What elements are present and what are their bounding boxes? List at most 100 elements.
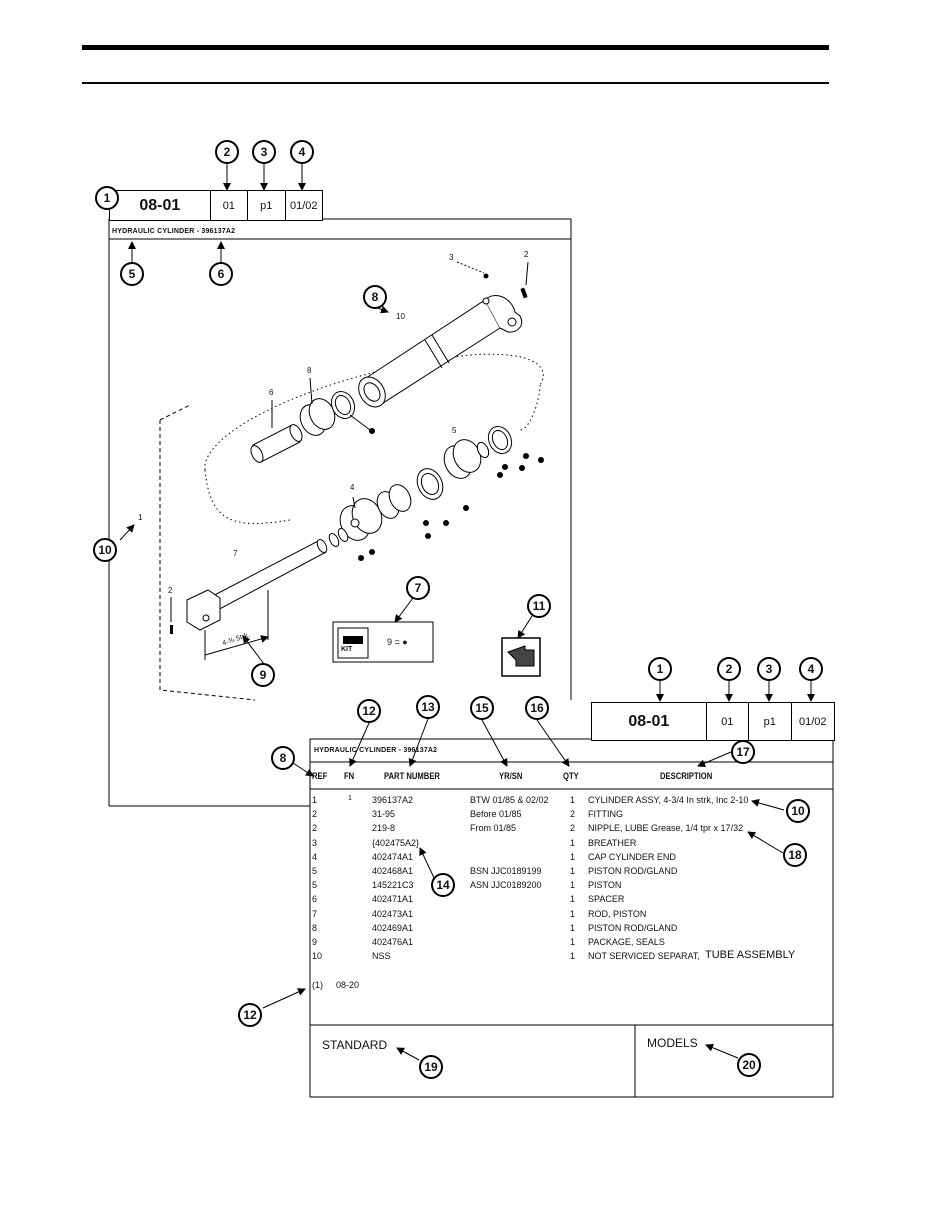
table-cell-pn: 219-8 (372, 823, 396, 834)
callout-4b: 4 (799, 657, 823, 681)
table-cell-qty: 1 (570, 908, 576, 919)
table-cell-desc-extra: TUBE ASSEMBLY (705, 949, 796, 962)
footnote-text: 08-20 (336, 980, 360, 990)
callout-4: 4 (290, 140, 314, 164)
table-cell-qty: 1 (570, 922, 576, 933)
fig-label: 2 (524, 250, 529, 259)
callout-2: 2 (215, 140, 239, 164)
callout-15: 15 (470, 696, 494, 720)
table-cell-pn: 402469A1 (372, 922, 414, 933)
callout-14: 14 (431, 873, 455, 897)
table-cell-desc: FITTING (588, 809, 623, 820)
callout-10: 10 (93, 538, 117, 562)
callout-17: 17 (731, 740, 755, 764)
table-cell-fn: 1 (348, 795, 352, 802)
callout-6: 6 (209, 262, 233, 286)
top-heavy-rule (82, 45, 829, 50)
table-cell-ref: 10 (312, 951, 323, 962)
header-code-2: 08-01 (628, 712, 670, 730)
callout-1b: 1 (648, 657, 672, 681)
table-cell-pn: 402468A1 (372, 866, 414, 876)
fig-label: 2 (168, 586, 173, 595)
col-part-number: PART NUMBER (384, 771, 440, 781)
col-qty: QTY (563, 771, 579, 781)
fig-label: 4 (350, 483, 355, 492)
table-cell-ref: 2 (312, 809, 318, 820)
table-cell-desc: PISTON ROD/GLAND (588, 866, 678, 876)
table-cell-yrsn: From 01/85 (470, 823, 517, 834)
table-cell-qty: 1 (570, 837, 576, 848)
table-cell-pn: 402474A1 (372, 851, 414, 862)
table-cell-desc: NIPPLE, LUBE Grease, 1/4 tpr x 17/32 (588, 823, 744, 834)
col-description: DESCRIPTION (660, 771, 713, 781)
table-cell-pn: 396137A2 (372, 795, 414, 805)
col-yrsn: YR/SN (499, 771, 523, 781)
callout-20: 20 (737, 1053, 761, 1077)
table-cell-ref: 5 (312, 866, 318, 876)
table-cell-desc: NOT SERVICED SEPARAT, (588, 951, 700, 962)
header-page-2: p1 (748, 703, 790, 740)
table-cell-yrsn: BTW 01/85 & 02/02 (470, 795, 549, 805)
callout-11: 11 (527, 594, 551, 618)
callout-5: 5 (120, 262, 144, 286)
table-cell-qty: 1 (570, 951, 576, 962)
col-fn: FN (344, 771, 355, 781)
header-date-2: 01/02 (790, 703, 834, 740)
table-cell-desc: CYLINDER ASSY, 4-3/4 In strk, Inc 2-10 (588, 795, 749, 805)
callout-3b: 3 (757, 657, 781, 681)
table-cell-yrsn: Before 01/85 (470, 809, 522, 820)
fig-label: 6 (269, 388, 274, 397)
callout-1: 1 (95, 186, 119, 210)
kit-label: KIT (341, 646, 353, 653)
table-cell-pn: 402471A1 (372, 894, 414, 905)
table-cell-pn: 31-95 (372, 809, 396, 820)
table-cell-pn: 402473A1 (372, 908, 414, 919)
part-title: HYDRAULIC CYLINDER - 396137A2 (112, 228, 236, 235)
table-cell-desc: ROD, PISTON (588, 908, 647, 919)
callout-12: 12 (357, 699, 381, 723)
table-cell-qty: 1 (570, 866, 576, 876)
table-cell-ref: 7 (312, 908, 318, 919)
callout-3: 3 (252, 140, 276, 164)
callout-19: 19 (419, 1055, 443, 1079)
callout-9: 9 (251, 663, 275, 687)
table-cell-desc: PACKAGE, SEALS (588, 937, 665, 947)
table-cell-yrsn: BSN JJC0189199 (470, 866, 542, 876)
standard-label: STANDARD (322, 1038, 388, 1052)
table-cell-pn: 402476A1 (372, 937, 414, 947)
callout-8b: 8 (271, 746, 295, 770)
header-page: p1 (247, 191, 284, 220)
models-label: MODELS (647, 1036, 698, 1050)
table-cell-yrsn: ASN JJC0189200 (470, 880, 542, 891)
callout-10b: 10 (786, 799, 810, 823)
table-cell-desc: SPACER (588, 894, 625, 905)
footnote-mark: (1) (312, 980, 323, 990)
fig-label: 5 (452, 426, 457, 435)
callout-12b: 12 (238, 1003, 262, 1027)
table-cell-ref: 4 (312, 851, 318, 862)
fig-label: 7 (233, 549, 238, 558)
table-cell-qty: 2 (570, 823, 576, 834)
callout-8: 8 (363, 285, 387, 309)
table-cell-qty: 1 (570, 894, 576, 905)
table-cell-qty: 1 (570, 795, 576, 805)
table-cell-ref: 1 (312, 795, 318, 805)
table-cell-ref: 3 (312, 837, 318, 848)
table-cell-desc: CAP CYLINDER END (588, 851, 676, 862)
header-section-2: 01 (705, 703, 748, 740)
kit-legend: 9 = ● (387, 637, 408, 647)
callout-18: 18 (783, 843, 807, 867)
fig-label: 10 (396, 312, 405, 321)
header-code: 08-01 (139, 196, 181, 214)
table-cell-pn: {402475A2} (372, 837, 420, 848)
table-cell-qty: 1 (570, 851, 576, 862)
fig-label: 8 (307, 366, 312, 375)
table-cell-desc: PISTON ROD/GLAND (588, 922, 678, 933)
table-cell-pn: 145221C3 (372, 880, 414, 891)
header-date: 01/02 (284, 191, 322, 220)
page-header-top: 08-01 01 p1 01/02 (109, 190, 323, 221)
table-cell-desc: BREATHER (588, 837, 637, 848)
table-cell-desc: PISTON (588, 880, 622, 891)
table-title: HYDRAULIC CYLINDER - 396137A2 (314, 747, 438, 754)
